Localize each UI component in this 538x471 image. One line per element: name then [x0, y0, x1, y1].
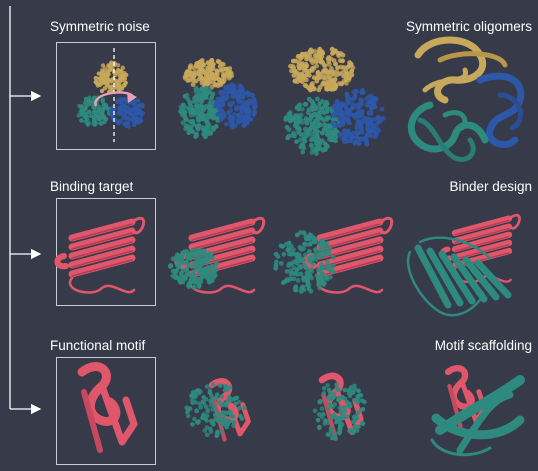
denoising-step-1-blobs [178, 58, 258, 139]
binder-step-2-blobs [273, 218, 391, 294]
motif-step-2-blobs [313, 376, 367, 441]
denoising-step-2-blobs [283, 47, 385, 156]
symmetric-noise-blobs [77, 60, 146, 128]
symmetric-oligomer-structure [411, 40, 520, 159]
functional-motif-structure [82, 367, 134, 450]
motif-step-1-blobs [184, 381, 248, 439]
binding-target-structure [57, 218, 143, 292]
motif-scaffolding-structure [432, 368, 520, 455]
binder-design-structure [408, 215, 519, 315]
binder-step-1-blobs [168, 218, 264, 292]
